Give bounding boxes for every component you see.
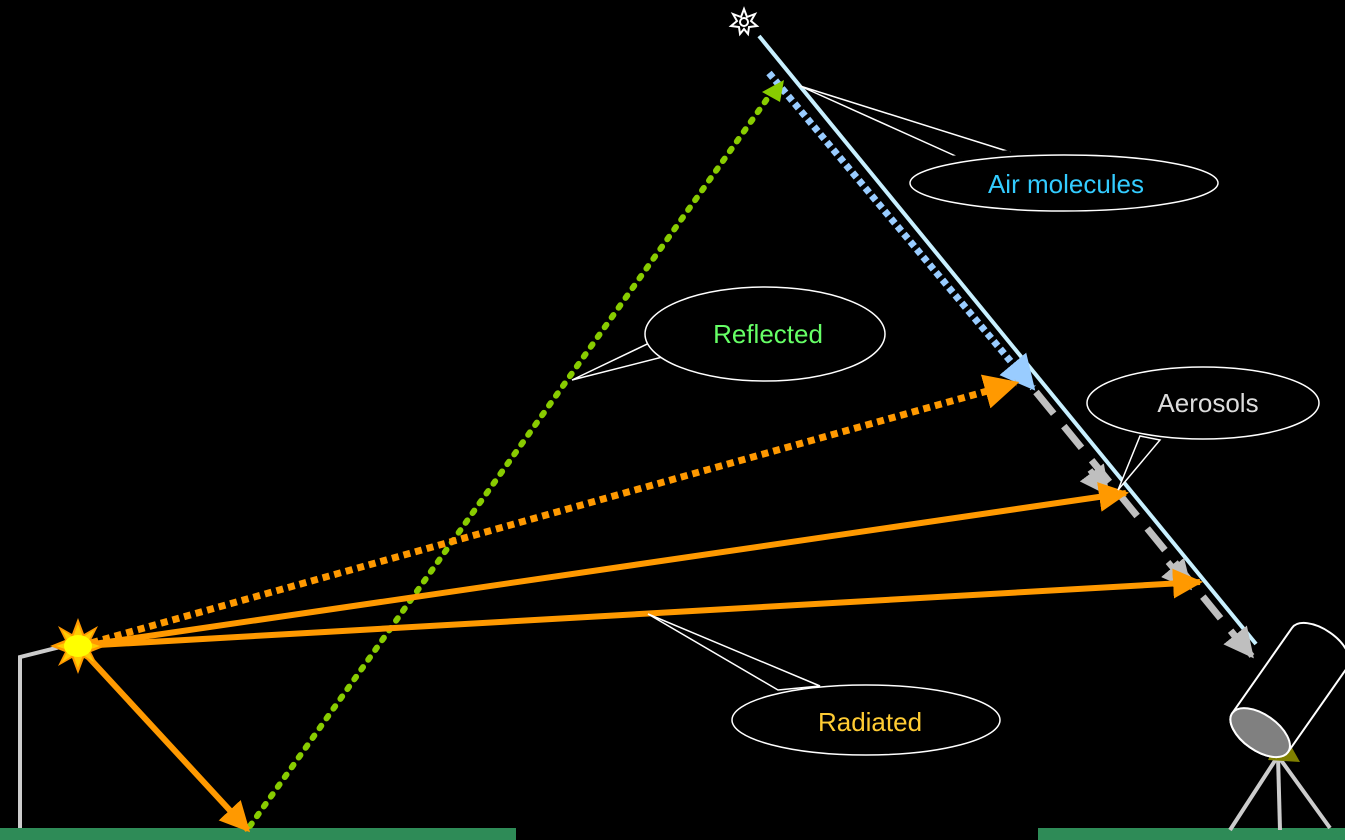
air-molecules-scatter-path bbox=[766, 70, 1036, 391]
radiated-path-dotted bbox=[79, 374, 1020, 650]
callout-reflected-label: Reflected bbox=[713, 319, 823, 349]
radiated-path-down bbox=[77, 645, 251, 833]
reflected-arrowhead bbox=[762, 80, 784, 102]
callout-aerosols: Aerosols bbox=[1086, 366, 1320, 491]
callout-air-molecules: Air molecules bbox=[799, 85, 1219, 212]
lamp-burst-icon bbox=[50, 618, 106, 674]
callout-air-molecules-label: Air molecules bbox=[988, 169, 1144, 199]
callout-reflected: Reflected bbox=[571, 286, 886, 382]
aerosols-scatter-path bbox=[1033, 389, 1251, 655]
star-icon bbox=[728, 6, 760, 37]
starlight-beam bbox=[757, 34, 1258, 646]
callout-radiated: Radiated bbox=[647, 613, 1001, 756]
radiated-path-lower bbox=[79, 568, 1203, 649]
streetlight-icon bbox=[18, 643, 69, 828]
aerosols-scatter-arrow-3 bbox=[1223, 625, 1255, 659]
telescope-icon bbox=[1228, 622, 1345, 832]
ground-right bbox=[1038, 828, 1345, 840]
radiated-path-upper bbox=[79, 482, 1129, 649]
callout-radiated-label: Radiated bbox=[818, 707, 922, 737]
callout-aerosols-label: Aerosols bbox=[1157, 388, 1258, 418]
reflected-path bbox=[247, 89, 775, 829]
ground-left bbox=[0, 828, 516, 840]
